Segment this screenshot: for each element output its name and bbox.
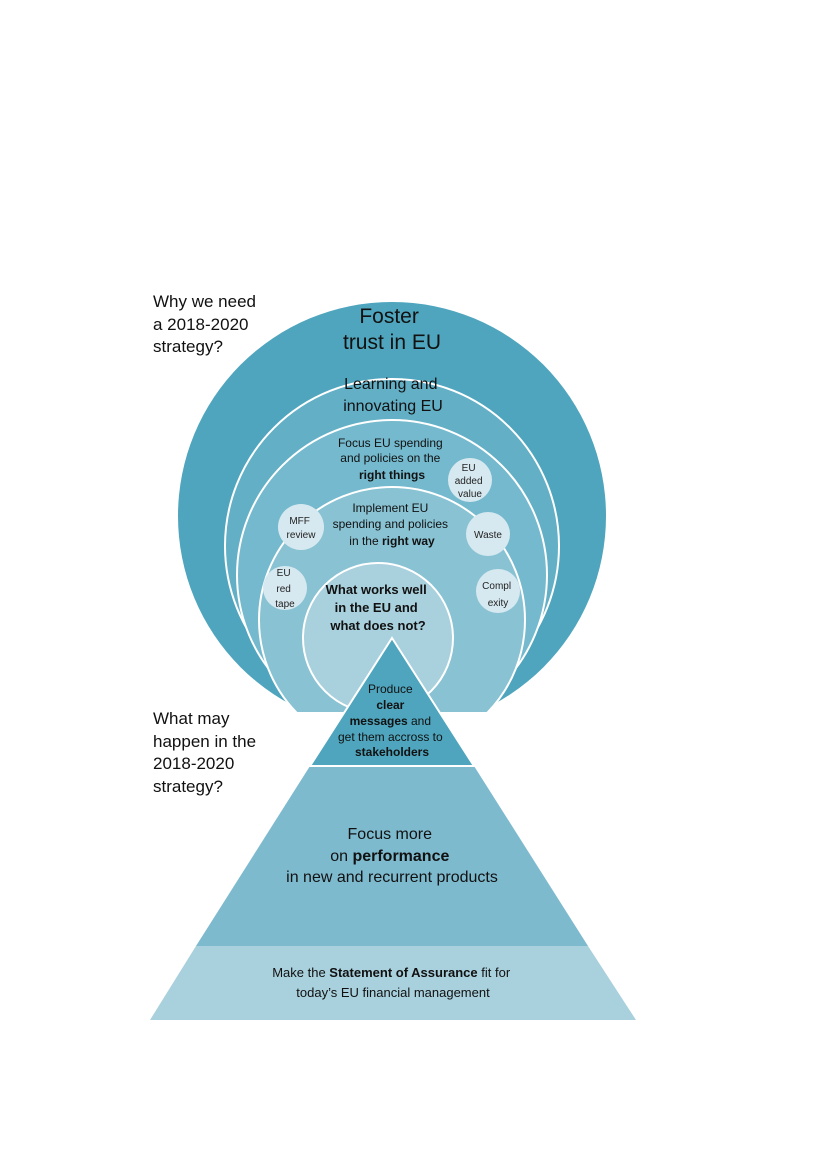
svg-text:EU red tape: EU red tape [275,568,295,610]
pyramid-top-line: get them accross to [338,730,443,744]
pyramid-bottom-bold: Statement of Assurance [329,965,477,980]
bubble-waste: Waste [466,512,510,556]
what-question-line: happen in the [153,731,257,751]
pyramid-top-line: messages and [350,714,431,728]
why-question-line: a 2018-2020 [153,314,249,334]
pyramid-bottom-post: fit for [478,965,511,980]
pyramid-middle-line: on performance [330,848,449,865]
foster-trust-line: Foster [359,305,419,328]
pyramid-bottom-pre: Make the [272,965,329,980]
what-works-line: in the EU and [335,600,418,615]
right-things-line: and policies on the [340,451,440,465]
pyramid-bottom-line: Make the Statement of Assurance fit for [272,965,511,980]
bubble-eu-red-tape: EU red tape [263,566,307,610]
learning-line: Learning and [344,376,437,393]
pyramid-middle-bold: performance [352,848,449,865]
why-strategy-question: Why we need a 2018-2020 strategy? [153,291,256,359]
what-question-line: What may [153,709,230,728]
bubble-text: Compl [482,581,511,592]
foster-trust-label: Foster trust in EU [343,305,441,354]
pyramid-top-line: Produce [368,682,413,696]
right-things-label: Focus EU spending and policies on the ri… [338,436,446,482]
bubble-text: Waste [474,530,502,541]
right-way-bold: right way [382,534,435,548]
bubble-text: review [287,530,317,541]
learning-innovating-label: Learning and innovating EU [343,376,443,415]
svg-text:Compl exity: Compl exity [482,581,514,609]
svg-text:EU added value: EU added value [455,463,486,500]
right-things-line: right things [359,468,425,482]
pyramid-middle-line: in new and recurrent products [286,869,498,886]
bubble-text: EU [462,463,476,474]
pyramid-tier-bottom [150,946,636,1020]
what-works-line: what does not? [329,618,425,633]
why-question-line: strategy? [153,337,223,356]
foster-trust-line: trust in EU [343,331,441,354]
bubble-text: added [455,476,483,487]
pyramid-top-line: clear [376,698,404,712]
what-question-line: strategy? [153,776,223,796]
pyramid-top-bold: messages [350,714,408,728]
pyramid-tier-middle [196,766,588,946]
what-question-line: 2018-2020 [153,754,235,773]
bubble-text: exity [488,598,509,609]
why-question-line: Why we need [153,292,256,311]
right-way-line: spending and policies [333,517,448,531]
what-works-line: What works well [326,582,427,597]
what-may-happen-question: What may happen in the 2018-2020 strateg… [153,708,256,798]
svg-text:MFF review: MFF review [287,516,317,541]
pyramid-middle-label: Focus more on performance in new and rec… [286,826,498,886]
pyramid-middle-line: Focus more [348,826,433,843]
pyramid-top-post: and [408,714,431,728]
bubble-text: value [458,489,482,500]
bubble-mff-review: MFF review [278,504,324,550]
pyramid-bottom-label: Make the Statement of Assurance fit for … [272,965,514,1000]
pyramid-bottom-line: today’s EU financial management [296,985,490,1000]
pyramid-middle-pre: on [330,848,352,865]
right-things-line: Focus EU spending [338,436,443,450]
right-way-pre: in the [349,534,382,548]
right-way-line: Implement EU [352,501,428,515]
learning-line: innovating EU [343,398,443,415]
what-works-label: What works well in the EU and what does … [326,582,431,633]
right-way-line: in the right way [349,534,435,548]
bubble-text: tape [275,599,295,610]
right-way-label: Implement EU spending and policies in th… [333,501,452,548]
svg-text:Waste: Waste [474,530,502,541]
pyramid-top-line: stakeholders [355,745,429,759]
bubble-text: red [276,584,290,595]
pyramid-tier-top [308,636,476,767]
bubble-complexity: Compl exity [476,569,520,613]
pyramid-top-label: Produce clear messages and get them accr… [338,682,446,759]
bubble-text: MFF [289,516,310,527]
bubble-eu-added-value: EU added value [448,458,492,502]
bubble-text: EU [277,568,291,579]
